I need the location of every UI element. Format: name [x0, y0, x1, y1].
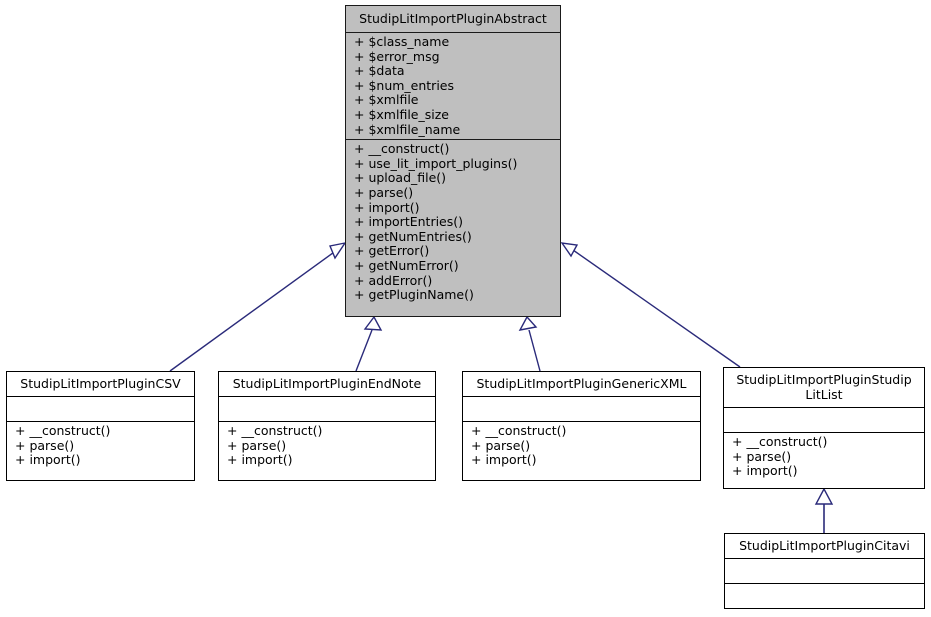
- class-attribute: + $error_msg: [354, 48, 440, 64]
- class-method: + getPluginName(): [354, 287, 474, 303]
- class-method: + use_lit_import_plugins(): [354, 155, 518, 171]
- edge-endnote-to-abstract: [355, 315, 383, 372]
- class-method: + import(): [15, 452, 81, 468]
- class-title: StudipLitImportPluginStudip LitList: [724, 368, 924, 408]
- class-methods-compartment: + __construct() + parse() + import(): [724, 433, 924, 488]
- class-method: + import(): [354, 199, 420, 215]
- edge-csv-to-abstract: [169, 241, 347, 372]
- empty-attributes: [463, 399, 700, 413]
- class-method: + __construct(): [15, 423, 111, 438]
- empty-attributes: [725, 561, 924, 575]
- class-methods-compartment: + __construct() + use_lit_import_plugins…: [346, 140, 560, 316]
- class-method: + parse(): [15, 437, 75, 453]
- empty-methods: [725, 586, 924, 600]
- class-title: StudipLitImportPluginCitavi: [725, 534, 924, 559]
- class-method: + parse(): [227, 437, 287, 453]
- class-attribute: + $xmlfile_name: [354, 121, 461, 137]
- class-method: + parse(): [354, 184, 414, 200]
- class-method: + import(): [732, 463, 798, 479]
- class-box-studip-lit-import-plugin-abstract[interactable]: StudipLitImportPluginAbstract + $class_n…: [345, 5, 561, 317]
- class-method: + __construct(): [471, 423, 567, 438]
- class-attributes-compartment: [7, 397, 194, 422]
- edge-studiplitlist-to-abstract: [560, 242, 741, 368]
- empty-attributes: [219, 399, 435, 413]
- class-method: + upload_file(): [354, 170, 447, 186]
- class-box-studip-lit-import-plugin-endnote[interactable]: StudipLitImportPluginEndNote + __constru…: [218, 371, 436, 481]
- class-method: + parse(): [732, 448, 792, 464]
- class-box-studip-lit-import-plugin-citavi[interactable]: StudipLitImportPluginCitavi: [724, 533, 925, 609]
- class-title: StudipLitImportPluginEndNote: [219, 372, 435, 397]
- class-method: + __construct(): [354, 141, 450, 157]
- class-attribute: + $xmlfile: [354, 92, 419, 108]
- class-attributes-compartment: [463, 397, 700, 422]
- class-box-studip-lit-import-plugin-genericxml[interactable]: StudipLitImportPluginGenericXML + __cons…: [462, 371, 701, 481]
- class-method: + import(): [227, 452, 293, 468]
- class-title: StudipLitImportPluginAbstract: [346, 6, 560, 33]
- class-attribute: + $num_entries: [354, 77, 454, 93]
- class-method: + import(): [471, 452, 537, 468]
- class-method: + __construct(): [732, 434, 828, 449]
- class-method: + getNumEntries(): [354, 228, 472, 244]
- class-attributes-compartment: [725, 559, 924, 584]
- class-attribute: + $data: [354, 63, 405, 79]
- class-method: + __construct(): [227, 423, 323, 438]
- class-attribute: + $class_name: [354, 34, 450, 49]
- class-method: + importEntries(): [354, 214, 464, 230]
- class-title: StudipLitImportPluginCSV: [7, 372, 194, 397]
- empty-attributes: [724, 410, 924, 424]
- class-box-studip-lit-import-plugin-csv[interactable]: StudipLitImportPluginCSV + __construct()…: [6, 371, 195, 481]
- class-method: + getError(): [354, 243, 430, 259]
- class-box-studip-lit-import-plugin-studip-lit-list[interactable]: StudipLitImportPluginStudip LitList + __…: [723, 367, 925, 489]
- class-attributes-compartment: + $class_name + $error_msg + $data + $nu…: [346, 33, 560, 141]
- empty-attributes: [7, 399, 194, 413]
- class-attributes-compartment: [724, 408, 924, 433]
- class-methods-compartment: [725, 584, 924, 609]
- class-method: + getNumError(): [354, 257, 459, 273]
- class-methods-compartment: + __construct() + parse() + import(): [7, 422, 194, 480]
- class-method: + parse(): [471, 437, 531, 453]
- class-title: StudipLitImportPluginGenericXML: [463, 372, 700, 397]
- edge-citavi-to-studiplitlist: [814, 487, 834, 533]
- class-method: + addError(): [354, 272, 433, 288]
- class-methods-compartment: + __construct() + parse() + import(): [219, 422, 435, 480]
- edge-genericxml-to-abstract: [518, 315, 541, 372]
- class-methods-compartment: + __construct() + parse() + import(): [463, 422, 700, 480]
- class-attributes-compartment: [219, 397, 435, 422]
- class-attribute: + $xmlfile_size: [354, 106, 449, 122]
